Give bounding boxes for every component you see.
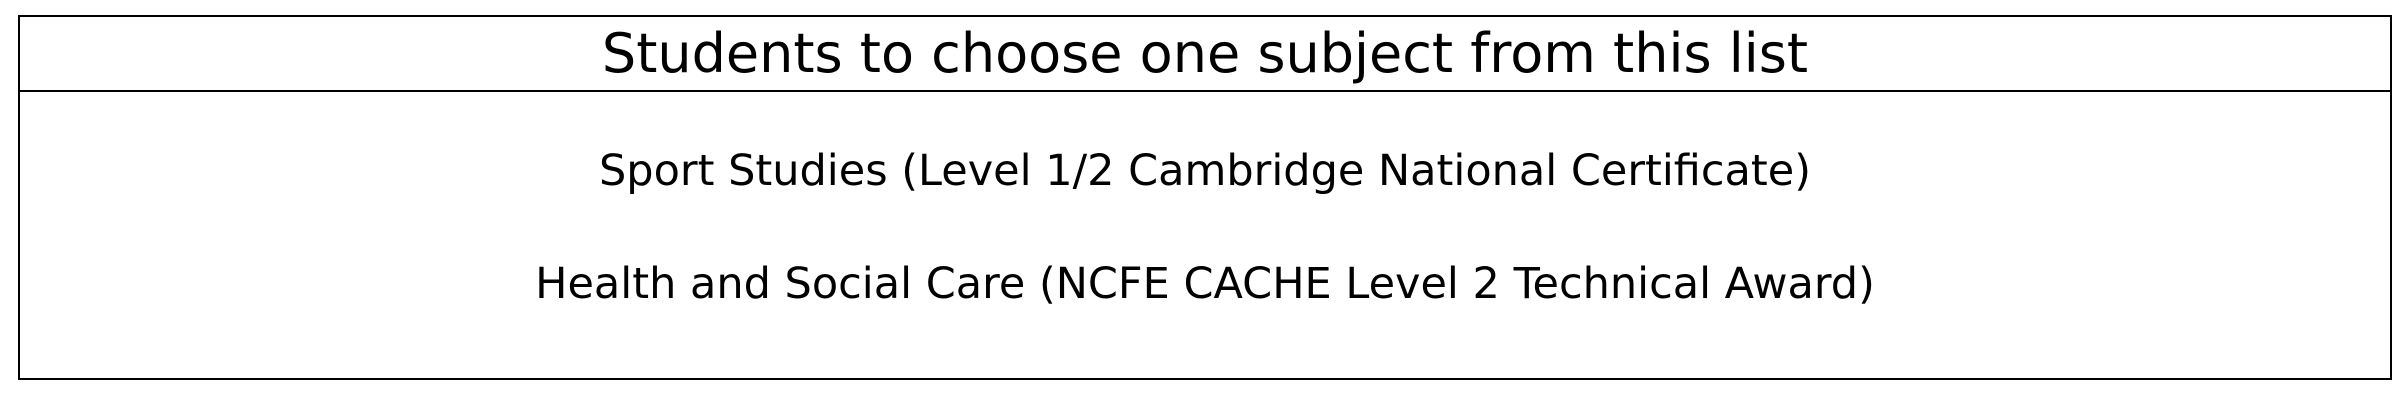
table-title: Students to choose one subject from this… [601,21,1809,85]
subject-option-health-social-care: Health and Social Care (NCFE CACHE Level… [535,259,1875,309]
subject-choice-table: Students to choose one subject from this… [18,15,2392,380]
table-header: Students to choose one subject from this… [20,17,2390,92]
subject-option-sport-studies: Sport Studies (Level 1/2 Cambridge Natio… [599,146,1811,196]
table-body: Sport Studies (Level 1/2 Cambridge Natio… [20,92,2390,378]
